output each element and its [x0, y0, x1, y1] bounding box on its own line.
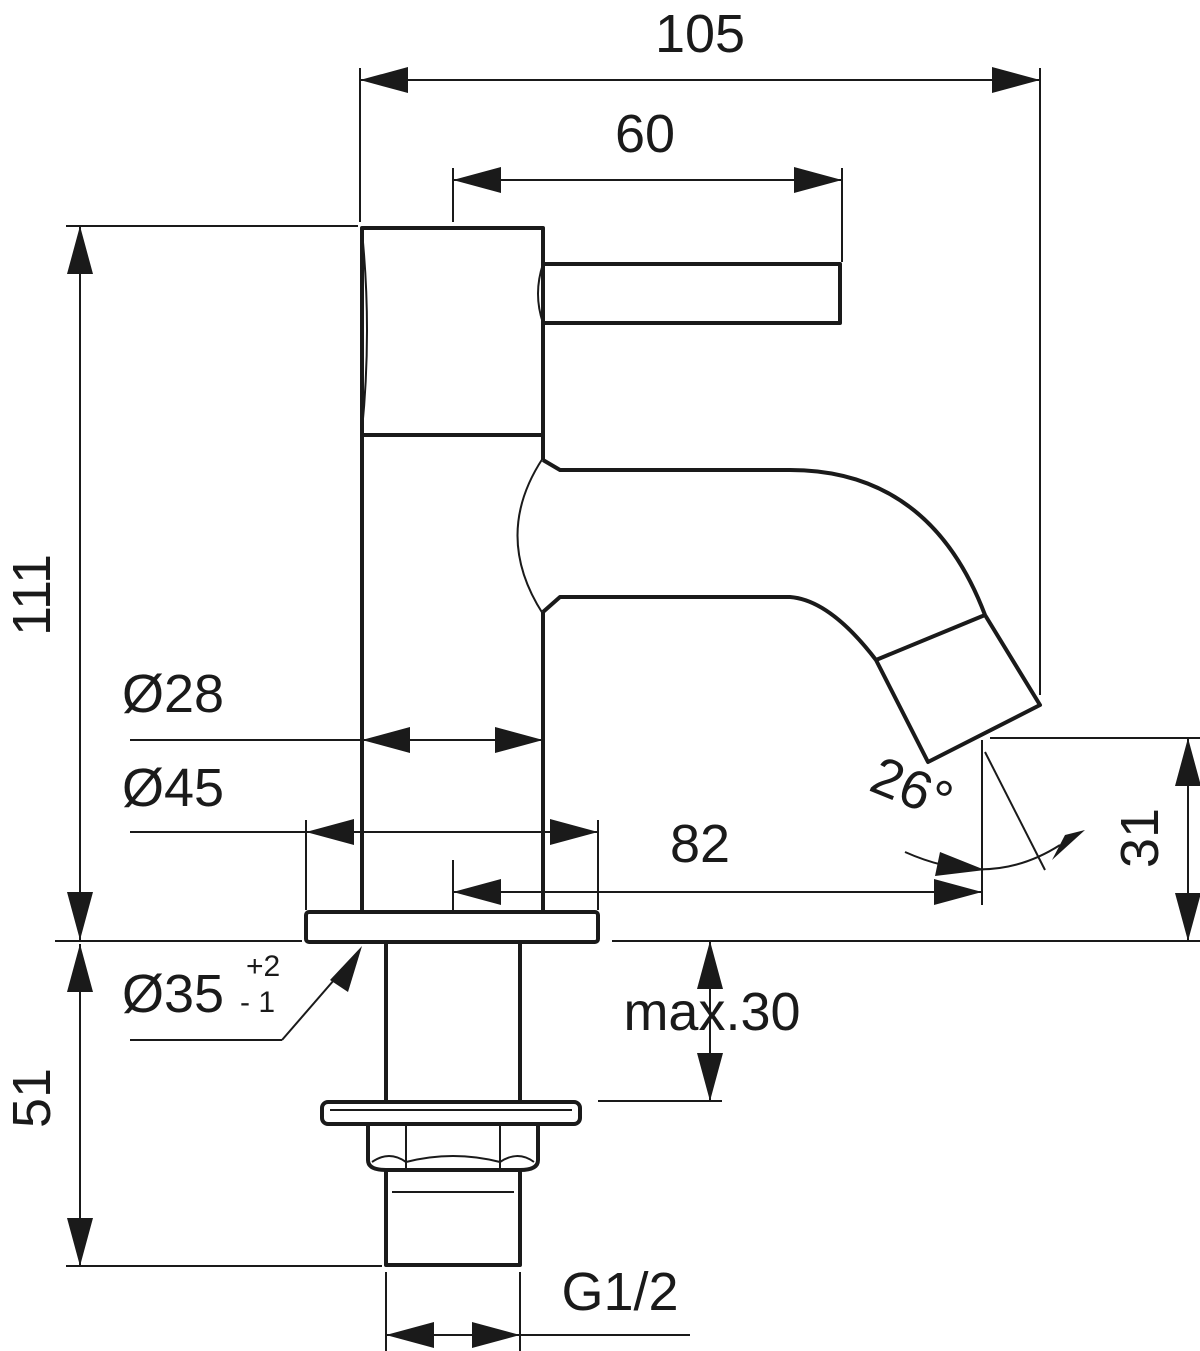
base-flange	[304, 910, 600, 944]
label-overall-width: 105	[655, 4, 745, 64]
handle-cap-seam	[361, 231, 368, 431]
spout-aerator-seam	[875, 613, 986, 662]
tap-body	[360, 435, 545, 912]
label-hole-tolerance-lower: - 1	[240, 986, 275, 1019]
label-spout-outlet-height: 31	[1110, 808, 1170, 868]
label-height-above-deck: 111	[2, 554, 62, 636]
label-hole-diameter: Ø35	[122, 964, 224, 1024]
label-max-deck-thickness: max.30	[623, 982, 800, 1042]
threaded-shank	[384, 942, 522, 1102]
spout-joint	[516, 457, 544, 615]
label-handle-length: 60	[615, 104, 675, 164]
label-thread-size: G1/2	[561, 1262, 678, 1322]
dimension-labels: 105 60 111 51 Ø28 Ø45 82 31 26° Ø35 +2 -…	[2, 4, 1170, 1322]
tap-outline	[304, 226, 1042, 1267]
arrow	[992, 67, 1040, 93]
arrow	[360, 67, 408, 93]
label-body-diameter: Ø28	[122, 664, 224, 724]
fixing-washer	[320, 1100, 582, 1126]
label-spout-angle: 26°	[863, 745, 961, 831]
hex-nut	[366, 1122, 540, 1172]
lever-handle-joint	[537, 263, 544, 324]
spout	[541, 458, 1042, 764]
handle-cap	[360, 226, 545, 437]
label-base-diameter: Ø45	[122, 758, 224, 818]
label-below-deck-length: 51	[2, 1068, 62, 1128]
thread-tail	[384, 1170, 522, 1267]
label-spout-projection: 82	[670, 814, 730, 874]
lever-handle	[543, 262, 842, 325]
dimension-lines	[55, 67, 1200, 1351]
label-hole-tolerance-upper: +2	[246, 950, 280, 983]
